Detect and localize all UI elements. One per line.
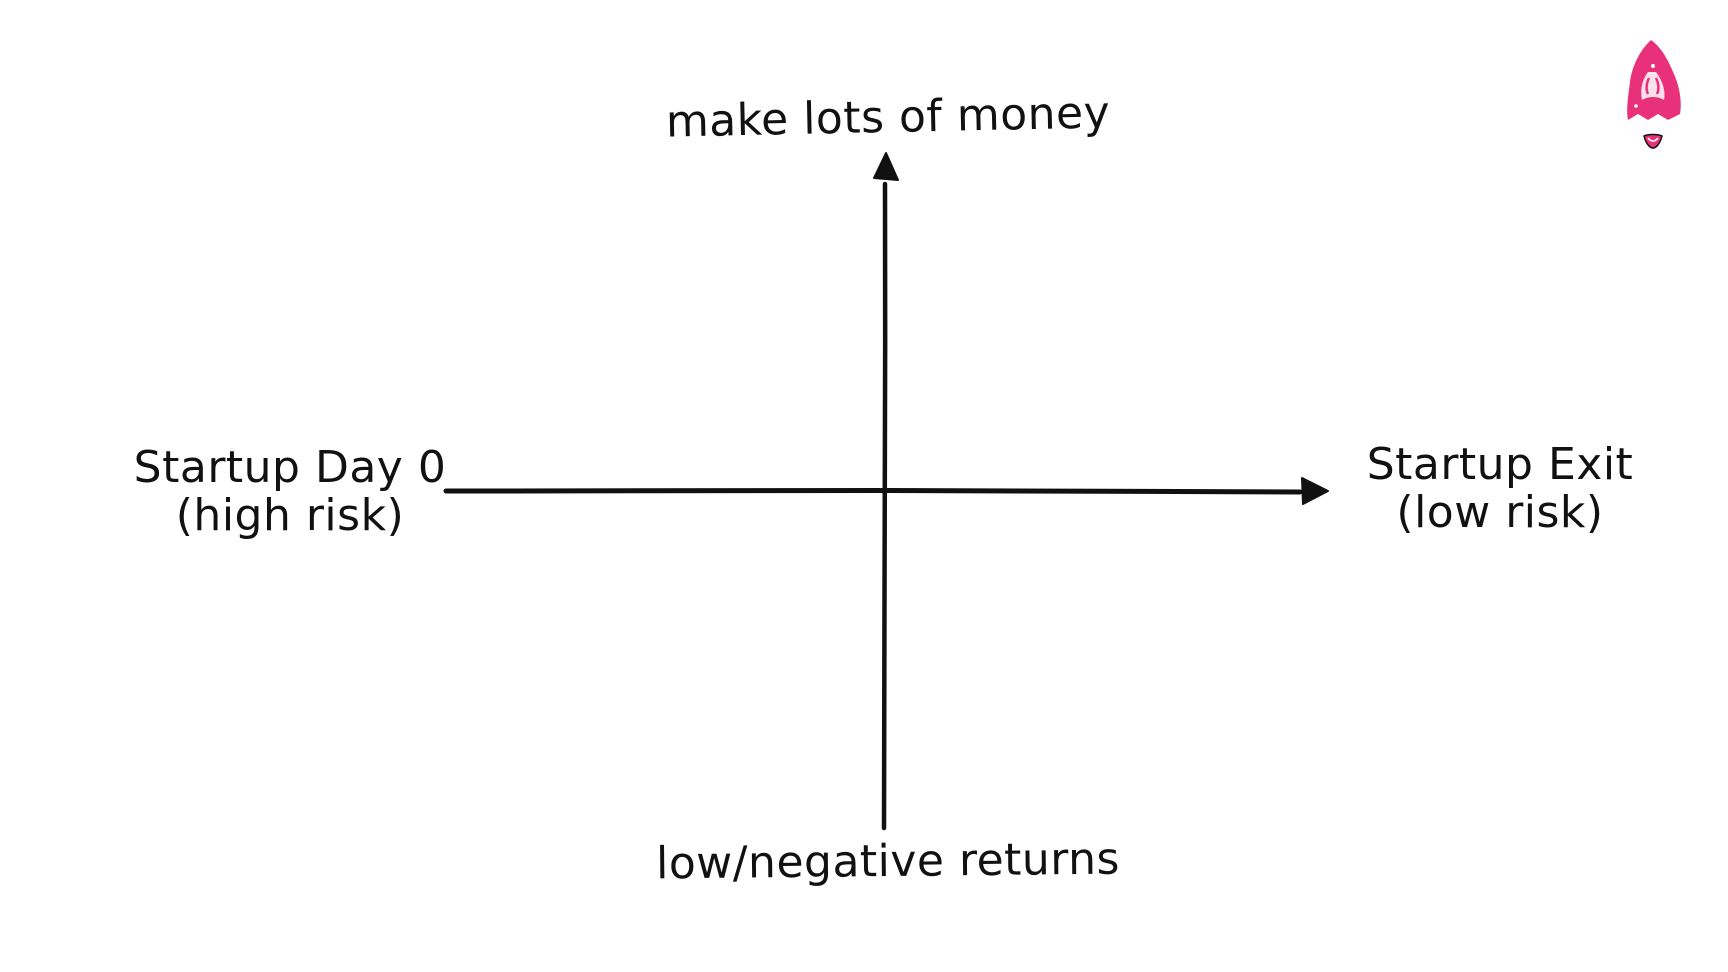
x-axis-left-label: Startup Day 0 (high risk) (100, 444, 480, 540)
x-axis-right-label-line1: Startup Exit (1366, 439, 1634, 490)
horizontal-axis-arrowhead (1301, 477, 1329, 505)
vertical-axis-arrowhead (873, 152, 899, 181)
x-axis-right-label-line2: (low risk) (1396, 487, 1604, 538)
pink-hooded-figure-logo-icon (1618, 36, 1688, 156)
x-axis-left-label-line1: Startup Day 0 (133, 442, 447, 493)
horizontal-axis-line (443, 487, 1303, 495)
vertical-axis-line (881, 181, 888, 831)
x-axis-right-label: Startup Exit (low risk) (1310, 441, 1690, 537)
x-axis-left-label-line2: (high risk) (175, 490, 405, 541)
y-axis-bottom-label: low/negative returns (655, 833, 1121, 890)
